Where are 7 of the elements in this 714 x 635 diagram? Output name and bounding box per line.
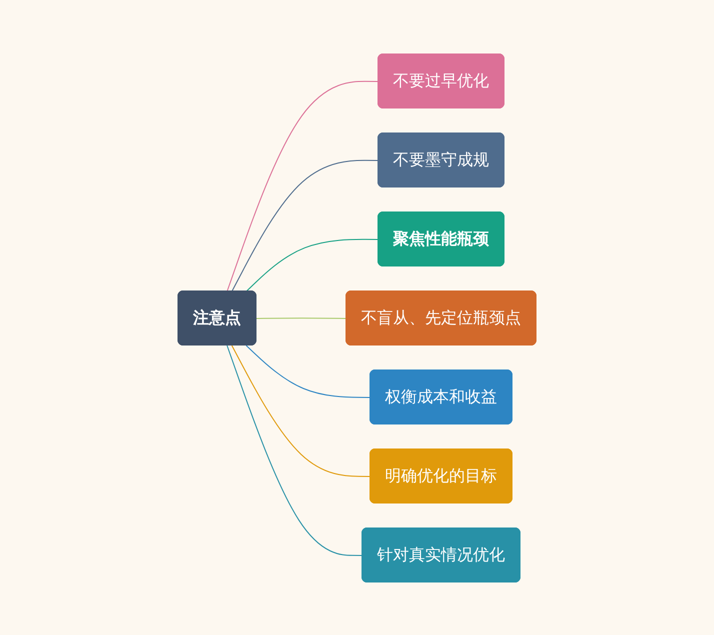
- connector: [256, 317, 347, 318]
- connector: [246, 238, 379, 292]
- connector: [231, 159, 379, 292]
- connector: [231, 344, 371, 476]
- connector: [246, 344, 371, 398]
- connector: [226, 344, 363, 556]
- connector: [226, 80, 379, 292]
